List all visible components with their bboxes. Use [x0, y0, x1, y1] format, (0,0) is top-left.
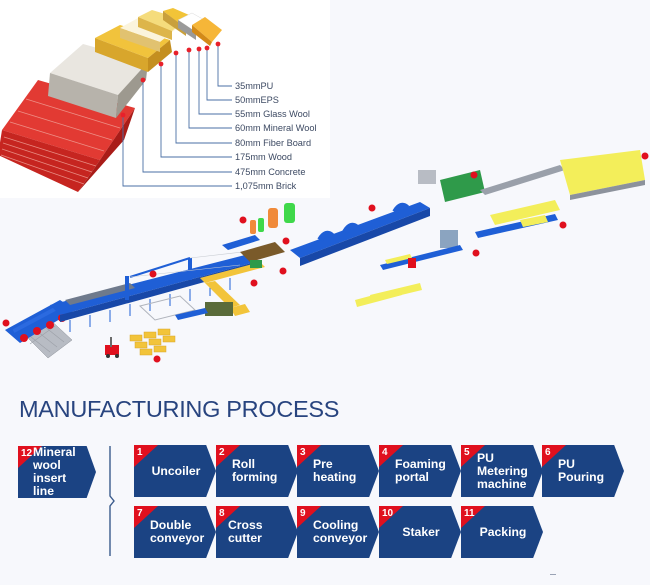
- step-label: PU Pouring: [558, 457, 605, 484]
- marker-9: [470, 171, 478, 179]
- step-label: Cooling conveyor: [313, 518, 368, 545]
- wall-layers-graphic: [0, 8, 232, 192]
- step-label: Roll forming: [232, 457, 278, 484]
- pu-layer: [192, 17, 222, 46]
- wall-layers-illustration: 35mmPU 50mmEPS 55mm Glass Wool 60mm Mine…: [0, 0, 330, 198]
- step-number: 3: [300, 447, 306, 458]
- step-number: 6: [545, 447, 551, 458]
- step-markers: [2, 152, 649, 363]
- production-line-illustration: [0, 140, 650, 385]
- step-card-3: 3 Pre heating: [297, 445, 379, 497]
- staker-packing: [355, 230, 463, 307]
- step-number: 9: [300, 508, 306, 519]
- step-number: 11: [464, 508, 475, 519]
- marker-11: [472, 249, 480, 257]
- layer-markers: [120, 41, 221, 118]
- preheating-tunnel: [290, 202, 430, 266]
- packed-panels: [129, 328, 176, 356]
- step-card-2: 2 Roll forming: [216, 445, 298, 497]
- step-number: 10: [382, 508, 394, 519]
- layer-label-pu: 35mmPU: [235, 81, 274, 91]
- step-label: PU Metering machine: [477, 450, 528, 491]
- process-title: MANUFACTURING PROCESS: [19, 396, 340, 422]
- layer-label-eps: 50mmEPS: [235, 95, 279, 105]
- leader-lines: [122, 45, 232, 187]
- step-card-10: 10 Staker: [379, 506, 461, 558]
- step-label: Foaming portal: [395, 457, 446, 484]
- layer-label-mineral-wool: 60mm Mineral Wool: [235, 123, 317, 133]
- step-card-12: 12 Mineral wool insert line: [18, 446, 96, 498]
- marker-7: [368, 204, 376, 212]
- yellow-conveyor: [175, 262, 265, 320]
- marker-1: [2, 319, 10, 327]
- floor-frame: [138, 295, 197, 321]
- step-label: Mineral wool insert line: [33, 445, 76, 498]
- marker-2: [149, 270, 157, 278]
- foaming-platform: [222, 235, 285, 268]
- step-label: Cross cutter: [228, 518, 263, 545]
- bracket-divider: [109, 446, 115, 556]
- chemical-tanks: [250, 203, 295, 234]
- step-card-11: 11 Packing: [461, 506, 543, 558]
- step-card-6: 6 PU Pouring: [542, 445, 624, 497]
- layer-label-brick: 1,075mm Brick: [235, 181, 297, 191]
- decorative-dash: [550, 574, 556, 575]
- forklift: [105, 337, 119, 358]
- step-card-5: 5 PU Metering machine: [461, 445, 543, 497]
- layer-label-glass-wool: 55mm Glass Wool: [235, 109, 310, 119]
- marker-4: [279, 267, 287, 275]
- step-card-8: 8 Cross cutter: [216, 506, 298, 558]
- double-conveyor: [480, 150, 645, 200]
- marker-5: [282, 237, 290, 245]
- step-number: 1: [137, 447, 143, 458]
- step-number: 5: [464, 447, 470, 458]
- layer-label-concrete: 475mm Concrete: [235, 167, 306, 177]
- layer-label-wood: 175mm Wood: [235, 152, 293, 162]
- step-card-7: 7 Double conveyor: [134, 506, 216, 558]
- cooling-conveyor: [475, 200, 560, 238]
- step-number: 7: [137, 508, 143, 519]
- marker-3: [250, 279, 258, 287]
- step-card-4: 4 Foaming portal: [379, 445, 461, 497]
- marker-10: [559, 221, 567, 229]
- step-label: Pre heating: [313, 457, 357, 484]
- marker-12: [153, 355, 161, 363]
- step-card-1: 1 Uncoiler: [134, 445, 216, 497]
- layer-label-fiber-board: 80mm Fiber Board: [235, 138, 312, 148]
- step-label: Packing: [479, 524, 527, 539]
- step-number: 8: [219, 508, 225, 519]
- step-card-9: 9 Cooling conveyor: [297, 506, 379, 558]
- step-number: 12: [21, 448, 33, 459]
- step-label: Staker: [402, 524, 440, 539]
- marker-8: [641, 152, 649, 160]
- marker-6: [239, 216, 247, 224]
- step-number: 2: [219, 447, 225, 458]
- step-label: Uncoiler: [151, 463, 201, 478]
- step-label: Double conveyor: [150, 518, 205, 545]
- production-line-graphic: [2, 150, 649, 363]
- step-number: 4: [382, 447, 388, 458]
